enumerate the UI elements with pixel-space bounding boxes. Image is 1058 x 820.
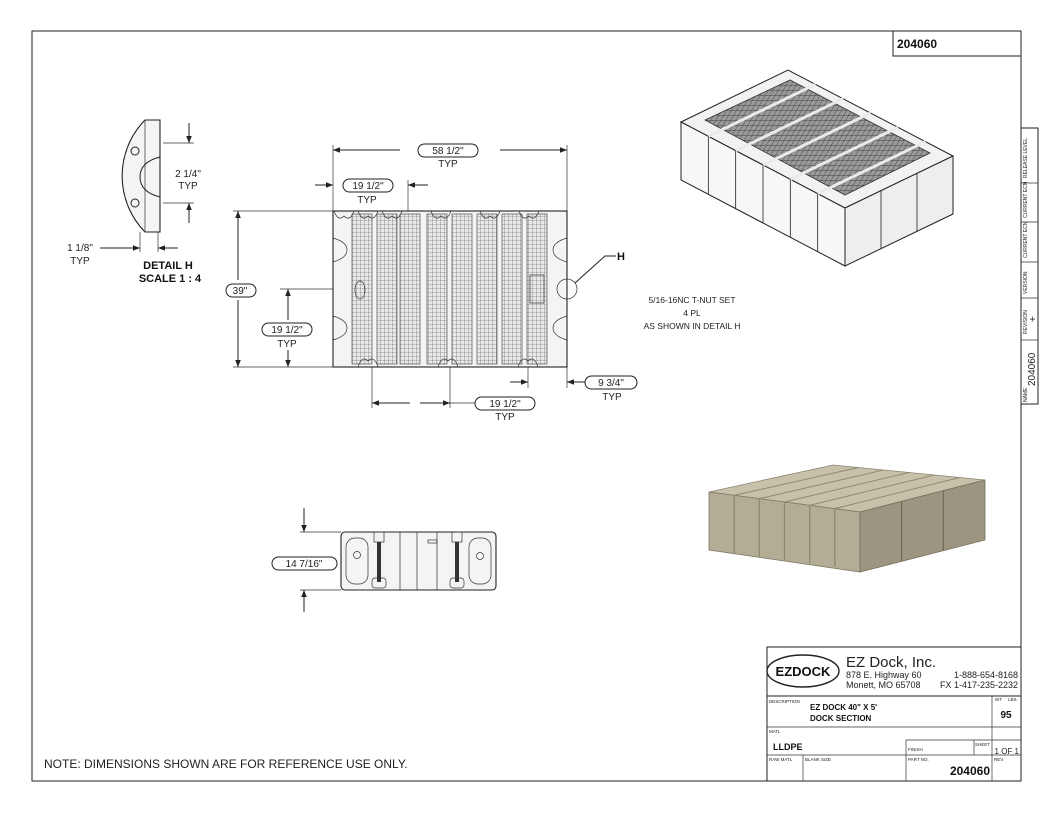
company-address-1: 878 E. Highway 60 [846, 670, 922, 680]
deck-grate-strip [501, 213, 523, 365]
bottom-spacing-dim: 19 1/2" [489, 399, 521, 410]
tnut-note-line1: 5/16-16NC T-NUT SET [648, 295, 735, 305]
shaded-seam [784, 472, 910, 503]
side-height-dim: 14 7/16" [286, 559, 323, 570]
side-lug [332, 315, 348, 341]
side-lug [552, 315, 568, 341]
height-dim: 39" [233, 286, 248, 297]
edge-notch [357, 358, 379, 368]
wt-label: WT [995, 697, 1002, 702]
module-seam [817, 140, 927, 196]
shaded-seam [759, 469, 884, 500]
raw-matl-label: RAW MATL [769, 757, 793, 762]
bottom-offset-dim: 9 3/4" [598, 378, 624, 389]
isometric-line-view [679, 69, 955, 267]
overall-width-sub: TYP [438, 159, 458, 170]
drawing-border [31, 30, 1022, 782]
deck-grate-strip [451, 213, 473, 365]
edge-notch [479, 210, 501, 219]
module-seam [789, 125, 899, 181]
detail-h-view: 2 1/4" TYP 1 1/8" TYP DETAIL H SCALE 1 :… [67, 119, 202, 285]
bottom-spacing-sub: TYP [495, 412, 515, 423]
edge-notch [357, 210, 379, 219]
lbs-label: LBS. [1008, 697, 1018, 702]
company-fax: FX 1-417-235-2232 [940, 680, 1018, 690]
detail-width-dim: 1 1/8" [67, 243, 93, 254]
overall-width-dim: 58 1/2" [432, 146, 464, 157]
rev-label: REV. [994, 757, 1004, 762]
company-name: EZ Dock, Inc. [846, 654, 936, 671]
shaded-seam [834, 477, 960, 510]
side-lug [552, 237, 568, 263]
deck-grate-strip [476, 213, 498, 365]
release-level-label: RELEASE LEVEL [1023, 138, 1029, 178]
description-line-2: DOCK SECTION [810, 714, 872, 723]
deck-grate-strip [376, 213, 398, 365]
deck-grate-strip [351, 213, 373, 365]
revision-block: RELEASE LEVEL CURRENT ECN CURRENT ECN VE… [1020, 127, 1039, 405]
detail-title: DETAIL H [143, 260, 193, 272]
material-value: LLDPE [773, 742, 803, 752]
name-label: NAME [1023, 387, 1029, 402]
shaded-seam [809, 474, 935, 506]
tnut-note-line2: 4 PL [683, 308, 701, 318]
bottom-offset-sub: TYP [602, 392, 622, 403]
edge-notch [381, 210, 403, 219]
reference-note: NOTE: DIMENSIONS SHOWN ARE FOR REFERENCE… [44, 757, 408, 771]
ezdock-logo [766, 654, 840, 688]
side-lug [332, 237, 348, 263]
module-seam [735, 97, 844, 153]
edge-notch [333, 210, 355, 219]
version-label: VERSION [1023, 271, 1029, 294]
left-spacing-sub: TYP [277, 339, 297, 350]
sheet-value: 1 OF 1 [995, 747, 1020, 756]
company-address-2: Monett, MO 65708 [846, 680, 921, 690]
description-label: DESCRIPTION [769, 699, 800, 704]
label-plate [529, 274, 545, 304]
edge-notch [430, 210, 452, 219]
shaded-seam [734, 467, 859, 496]
edge-notch [517, 358, 539, 368]
part-no-value: 204060 [950, 764, 990, 778]
module-seam [762, 111, 872, 167]
top-spacing-dim: 19 1/2" [352, 181, 384, 192]
drawing-number-box [892, 30, 1022, 57]
blank-size-label: BLANK SIZE [805, 757, 831, 762]
detail-height-sub: TYP [178, 181, 198, 192]
current-ecn-label-2: CURRENT ECN [1023, 221, 1029, 258]
left-spacing-dim: 19 1/2" [271, 325, 303, 336]
top-spacing-sub: TYP [357, 195, 377, 206]
drain-plug [354, 280, 366, 300]
name-value: 204060 [1027, 352, 1038, 386]
isometric-shaded-view [708, 464, 986, 573]
tnut-note-line3: AS SHOWN IN DETAIL H [644, 321, 741, 331]
detail-height-dim: 2 1/4" [175, 169, 201, 180]
matl-label: MATL [769, 729, 781, 734]
deck-grate-strip [399, 213, 421, 365]
logo-text: EZDOCK [776, 664, 832, 679]
finish-label: FINISH [908, 747, 923, 752]
revision-value: + [1028, 316, 1039, 322]
weight-value: 95 [1000, 710, 1012, 721]
drawing-number: 204060 [897, 37, 937, 51]
revision-label: REVISION [1023, 310, 1029, 334]
detail-width-sub: TYP [70, 256, 90, 267]
top-view: 58 1/2" TYP 19 1/2" TYP 39" 19 1/2" TYP … [225, 143, 638, 423]
deck-grate-strip [426, 213, 448, 365]
current-ecn-label-1: CURRENT ECN [1023, 181, 1029, 218]
side-view: 14 7/16" [271, 508, 497, 612]
sheet-label: SHEET [975, 742, 990, 747]
edge-notch [437, 358, 459, 368]
detail-callout-label: H [617, 251, 625, 263]
part-no-label: PART NO. [908, 757, 929, 762]
description-line-1: EZ DOCK 40" X 5' [810, 703, 877, 712]
edge-notch [518, 210, 540, 219]
detail-scale: SCALE 1 : 4 [139, 273, 202, 285]
title-block: EZDOCK EZ Dock, Inc. 878 E. Highway 60 M… [766, 646, 1022, 782]
module-seam [707, 82, 817, 138]
company-phone: 1-888-654-8168 [954, 670, 1018, 680]
